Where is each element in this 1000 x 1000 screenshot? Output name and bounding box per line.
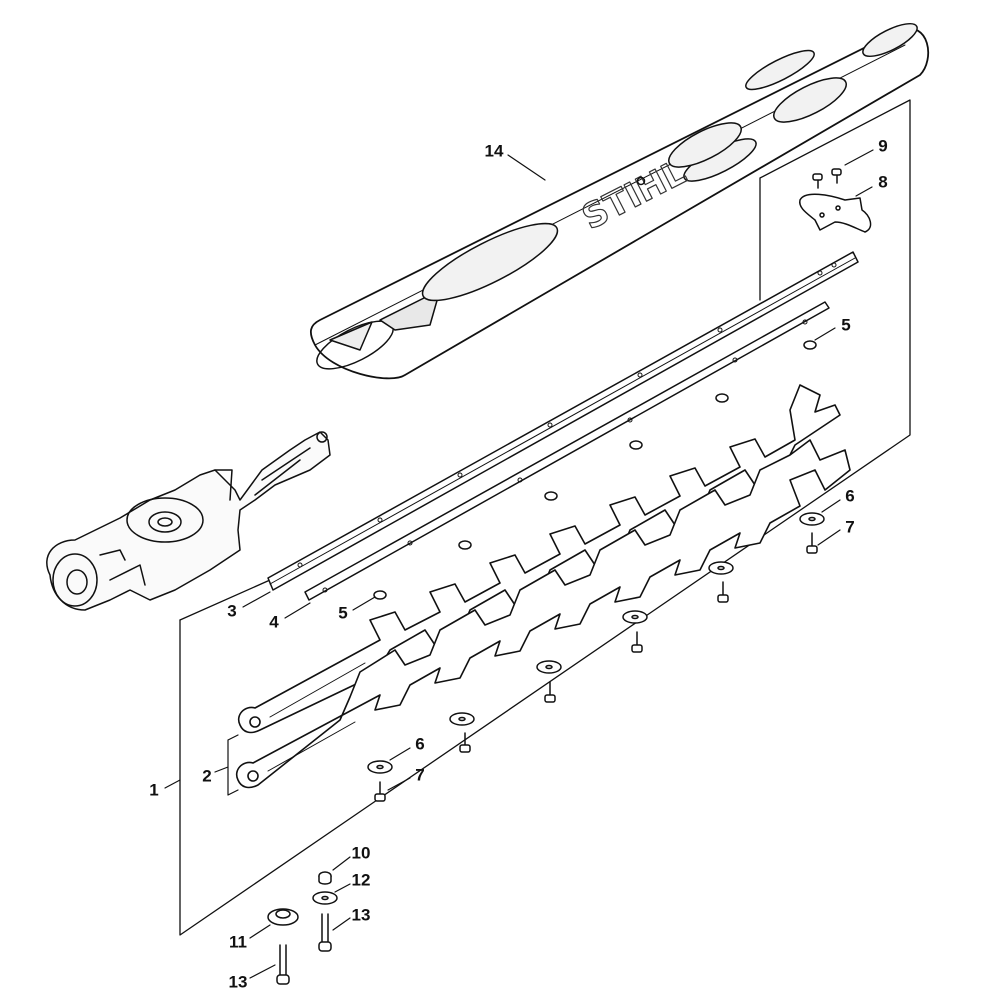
washers-and-screws (367, 512, 825, 802)
callout-5-upper: 5 (841, 315, 851, 335)
callout-12: 12 (351, 870, 371, 890)
spacer-sleeves (373, 340, 817, 600)
assembly-frame (179, 99, 911, 936)
leader-lines (164, 149, 874, 979)
callout-10: 10 (351, 843, 371, 863)
callout-7-left: 7 (415, 765, 425, 785)
guide-bar (267, 251, 859, 591)
assembly-frame-top (179, 579, 271, 621)
cutting-blades (235, 384, 851, 789)
callout-3: 3 (227, 601, 237, 621)
callout-6-right: 6 (845, 486, 855, 506)
guard-plate (799, 168, 872, 233)
callout-13-right: 13 (351, 905, 371, 925)
callout-11: 11 (229, 932, 247, 952)
callout-6-left: 6 (415, 734, 425, 754)
callout-7-right: 7 (845, 517, 855, 537)
callout-4: 4 (269, 612, 279, 632)
bottom-hardware (267, 871, 338, 985)
callout-1: 1 (149, 780, 159, 800)
callout-8: 8 (878, 172, 888, 192)
callout-2: 2 (202, 766, 212, 786)
gearbox-housing (46, 431, 331, 611)
bar-holes (297, 262, 837, 593)
callout-9: 9 (878, 136, 888, 156)
callout-14: 14 (484, 141, 504, 161)
strip (304, 301, 830, 601)
callout-5-lower: 5 (338, 603, 348, 623)
callout-13-left: 13 (228, 972, 248, 992)
